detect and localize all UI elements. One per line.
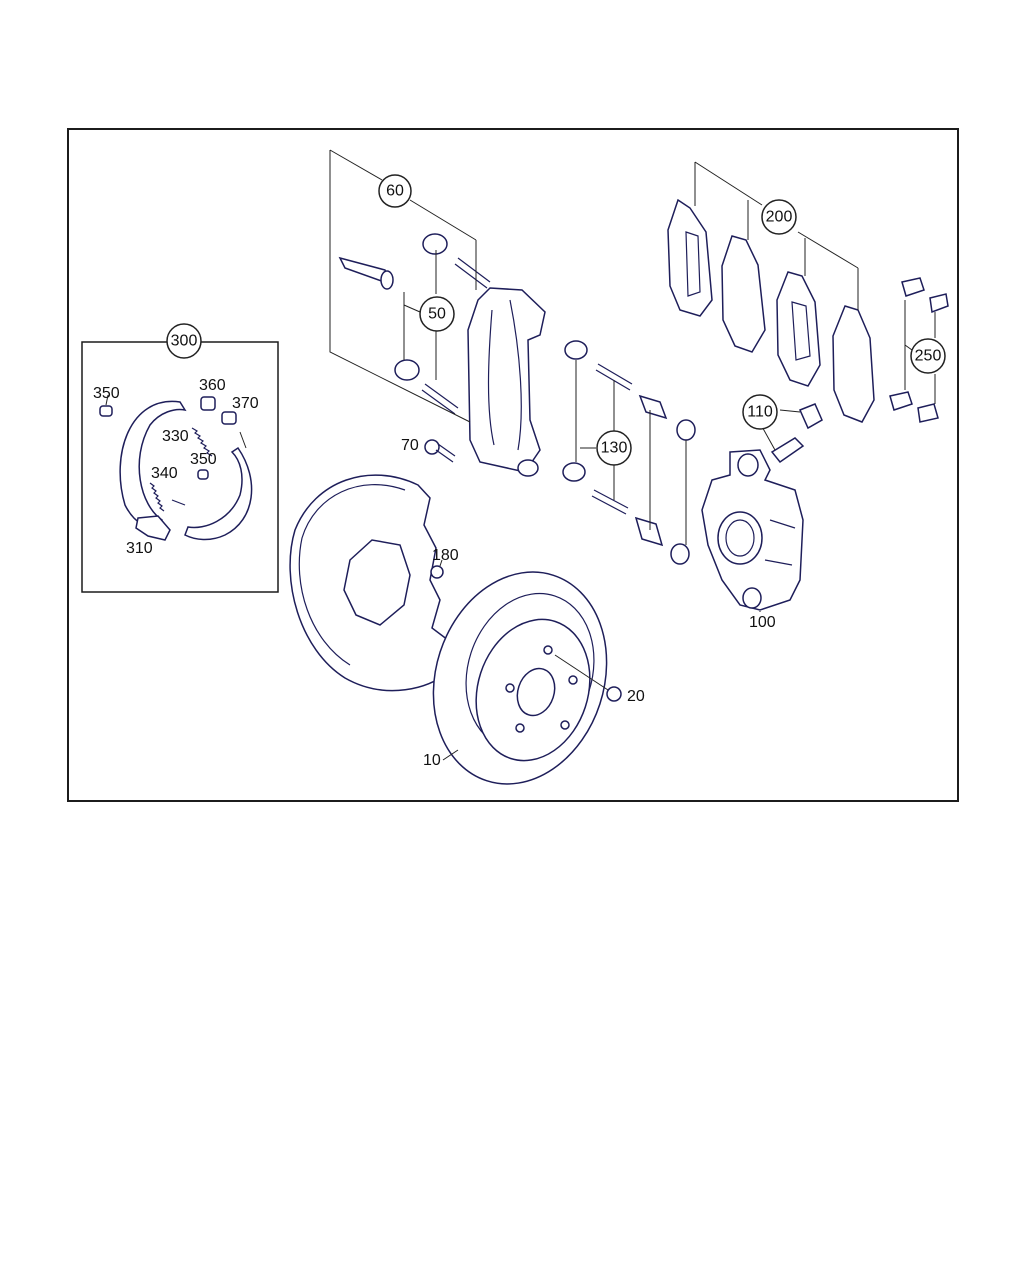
- label-60: 60: [386, 183, 404, 200]
- label-20: 20: [627, 688, 645, 705]
- disc-screw-20[interactable]: [554, 654, 622, 702]
- dust-shield[interactable]: [289, 474, 449, 692]
- pin-350-top[interactable]: [99, 405, 113, 417]
- label-130: 130: [601, 440, 628, 457]
- parking-brake-inset: [81, 341, 279, 593]
- spring-330[interactable]: [191, 427, 213, 457]
- label-350-top: 350: [93, 385, 120, 402]
- label-370: 370: [232, 395, 259, 412]
- lever-310[interactable]: [135, 515, 171, 541]
- label-50: 50: [428, 306, 446, 323]
- label-310: 310: [126, 540, 153, 557]
- label-340: 340: [151, 465, 178, 482]
- adjuster-360[interactable]: [200, 396, 216, 411]
- bubble-250: [910, 338, 946, 374]
- label-250: 250: [915, 348, 942, 365]
- bubble-300: [166, 323, 202, 359]
- pin-350-bottom[interactable]: [197, 469, 209, 480]
- pad-clips-250[interactable]: [889, 277, 949, 423]
- caliper-housing[interactable]: [467, 287, 546, 477]
- bleeder-valve-110[interactable]: [759, 403, 823, 464]
- label-70: 70: [401, 437, 419, 454]
- bubble-50: [419, 296, 455, 332]
- label-110: 110: [747, 404, 773, 421]
- label-10: 10: [423, 752, 441, 769]
- label-360: 360: [199, 377, 226, 394]
- brake-pads-200[interactable]: [667, 198, 875, 423]
- diagram-frame: [67, 128, 959, 802]
- bubble-60: [378, 174, 412, 208]
- caliper-carrier[interactable]: [701, 449, 804, 611]
- brake-disc[interactable]: [407, 549, 634, 806]
- bolt-70[interactable]: [424, 439, 456, 463]
- brake-shoe-right[interactable]: [184, 446, 253, 541]
- label-300: 300: [171, 333, 198, 350]
- label-180: 180: [432, 547, 459, 564]
- label-200: 200: [766, 209, 793, 226]
- spring-340[interactable]: [149, 482, 165, 512]
- guide-kit-130[interactable]: [562, 340, 696, 565]
- guide-bolts-50[interactable]: [338, 233, 491, 415]
- callout-bubbles: [166, 174, 946, 466]
- label-100: 100: [749, 614, 776, 631]
- leader-lines: [329, 149, 936, 761]
- cap-370[interactable]: [221, 411, 237, 425]
- label-350-bottom: 350: [190, 451, 217, 468]
- bubble-200: [761, 199, 797, 235]
- bubble-130: [596, 430, 632, 466]
- label-330: 330: [162, 428, 189, 445]
- bubble-110: [742, 394, 778, 430]
